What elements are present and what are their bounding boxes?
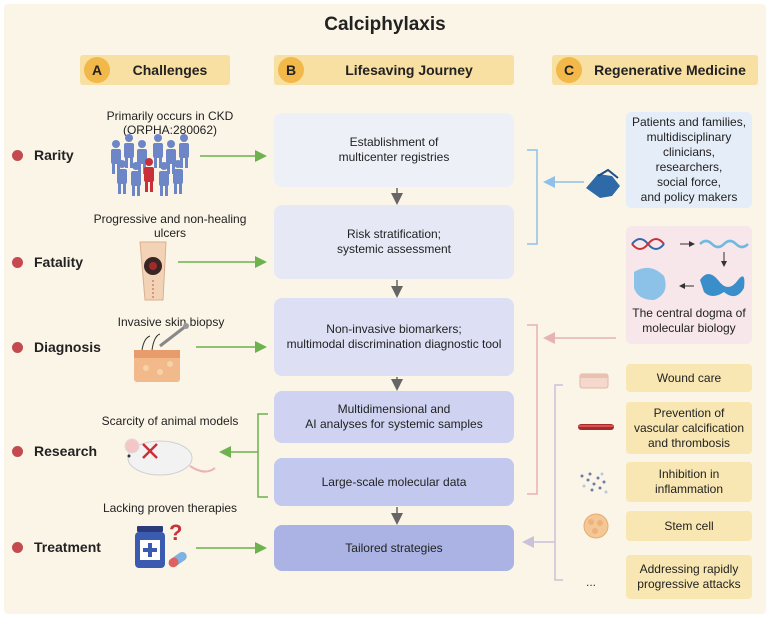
challenge-label: Research	[34, 443, 98, 459]
header-regenerative: C Regenerative Medicine	[552, 55, 758, 85]
journey-step-tailored: Tailored strategies	[274, 525, 514, 571]
challenge-diagnosis: Diagnosis	[12, 339, 101, 355]
header-journey-label: Lifesaving Journey	[345, 62, 473, 78]
bullet-dot	[12, 341, 23, 353]
handshake-icon	[586, 168, 620, 198]
mouse-icon	[124, 438, 216, 476]
medicine-icon: ?	[135, 520, 187, 568]
header-b-circle: B	[278, 57, 304, 83]
challenge-label: Rarity	[34, 147, 74, 163]
challenge-fatality: Fatality	[12, 254, 83, 270]
vessel-icon	[578, 424, 614, 430]
cells-icon	[580, 472, 608, 494]
figure-title: Calciphylaxis	[324, 14, 446, 35]
dogma-arrows	[679, 241, 727, 289]
ellipsis-text: ...	[586, 575, 597, 589]
bullet-dot	[12, 256, 23, 268]
skin-biopsy-icon	[134, 323, 189, 382]
challenge-label: Fatality	[34, 254, 84, 270]
therapy-wound-care: Wound care	[626, 364, 752, 392]
challenge-research: Research	[12, 443, 97, 459]
therapy-inflammation: Inhibition in inflammation	[626, 462, 752, 502]
therapy-vascular: Prevention of vascular calcification and…	[626, 402, 752, 454]
protein-icon	[634, 267, 745, 300]
svg-text:?: ?	[169, 520, 182, 545]
bullet-dot	[12, 149, 23, 161]
therapy-bracket	[522, 384, 563, 581]
rna-icon	[699, 239, 749, 249]
header-challenges: A Challenges	[80, 55, 230, 85]
header-c-circle: C	[556, 57, 582, 83]
fatality-note: Progressive and non-healing ulcers	[93, 212, 247, 240]
journey-step-ai-analyses: Multidimensional and AI analyses for sys…	[274, 391, 514, 443]
journey-step-biomarkers: Non-invasive biomarkers; multimodal disc…	[274, 298, 514, 376]
therapy-stem-cell: Stem cell	[626, 511, 752, 541]
diagnosis-note: Invasive skin biopsy	[117, 315, 225, 329]
header-challenges-label: Challenges	[132, 62, 208, 78]
pink-bracket	[527, 324, 616, 495]
skin-layer-icon	[579, 373, 609, 389]
challenge-treatment: Treatment	[12, 539, 101, 555]
green-arrows	[178, 150, 268, 554]
stem-cell-icon	[583, 513, 609, 539]
bullet-dot	[12, 445, 23, 457]
journey-step-risk: Risk stratification; systemic assessment	[274, 205, 514, 279]
challenge-label: Treatment	[34, 539, 101, 555]
header-a-circle: A	[84, 57, 110, 83]
challenge-label: Diagnosis	[34, 339, 101, 355]
header-journey: B Lifesaving Journey	[274, 55, 514, 85]
research-note: Scarcity of animal models	[101, 414, 239, 428]
header-regenerative-label: Regenerative Medicine	[594, 62, 746, 78]
rarity-note: Primarily occurs in CKD (ORPHA:280062)	[106, 109, 234, 137]
blue-bracket	[527, 149, 584, 245]
bullet-dot	[12, 541, 23, 553]
stakeholders-box: Patients and families, multidisciplinary…	[626, 112, 752, 208]
journey-step-molecular-data: Large-scale molecular data	[274, 458, 514, 506]
treatment-note: Lacking proven therapies	[102, 501, 238, 515]
challenge-rarity: Rarity	[12, 147, 74, 163]
people-group-icon	[111, 134, 189, 196]
leg-ulcer-icon	[139, 241, 167, 301]
dna-icon	[631, 238, 665, 250]
therapy-progressive-attacks: Addressing rapidly progressive attacks	[626, 555, 752, 599]
journey-step-registries: Establishment of multicenter registries	[274, 113, 514, 187]
